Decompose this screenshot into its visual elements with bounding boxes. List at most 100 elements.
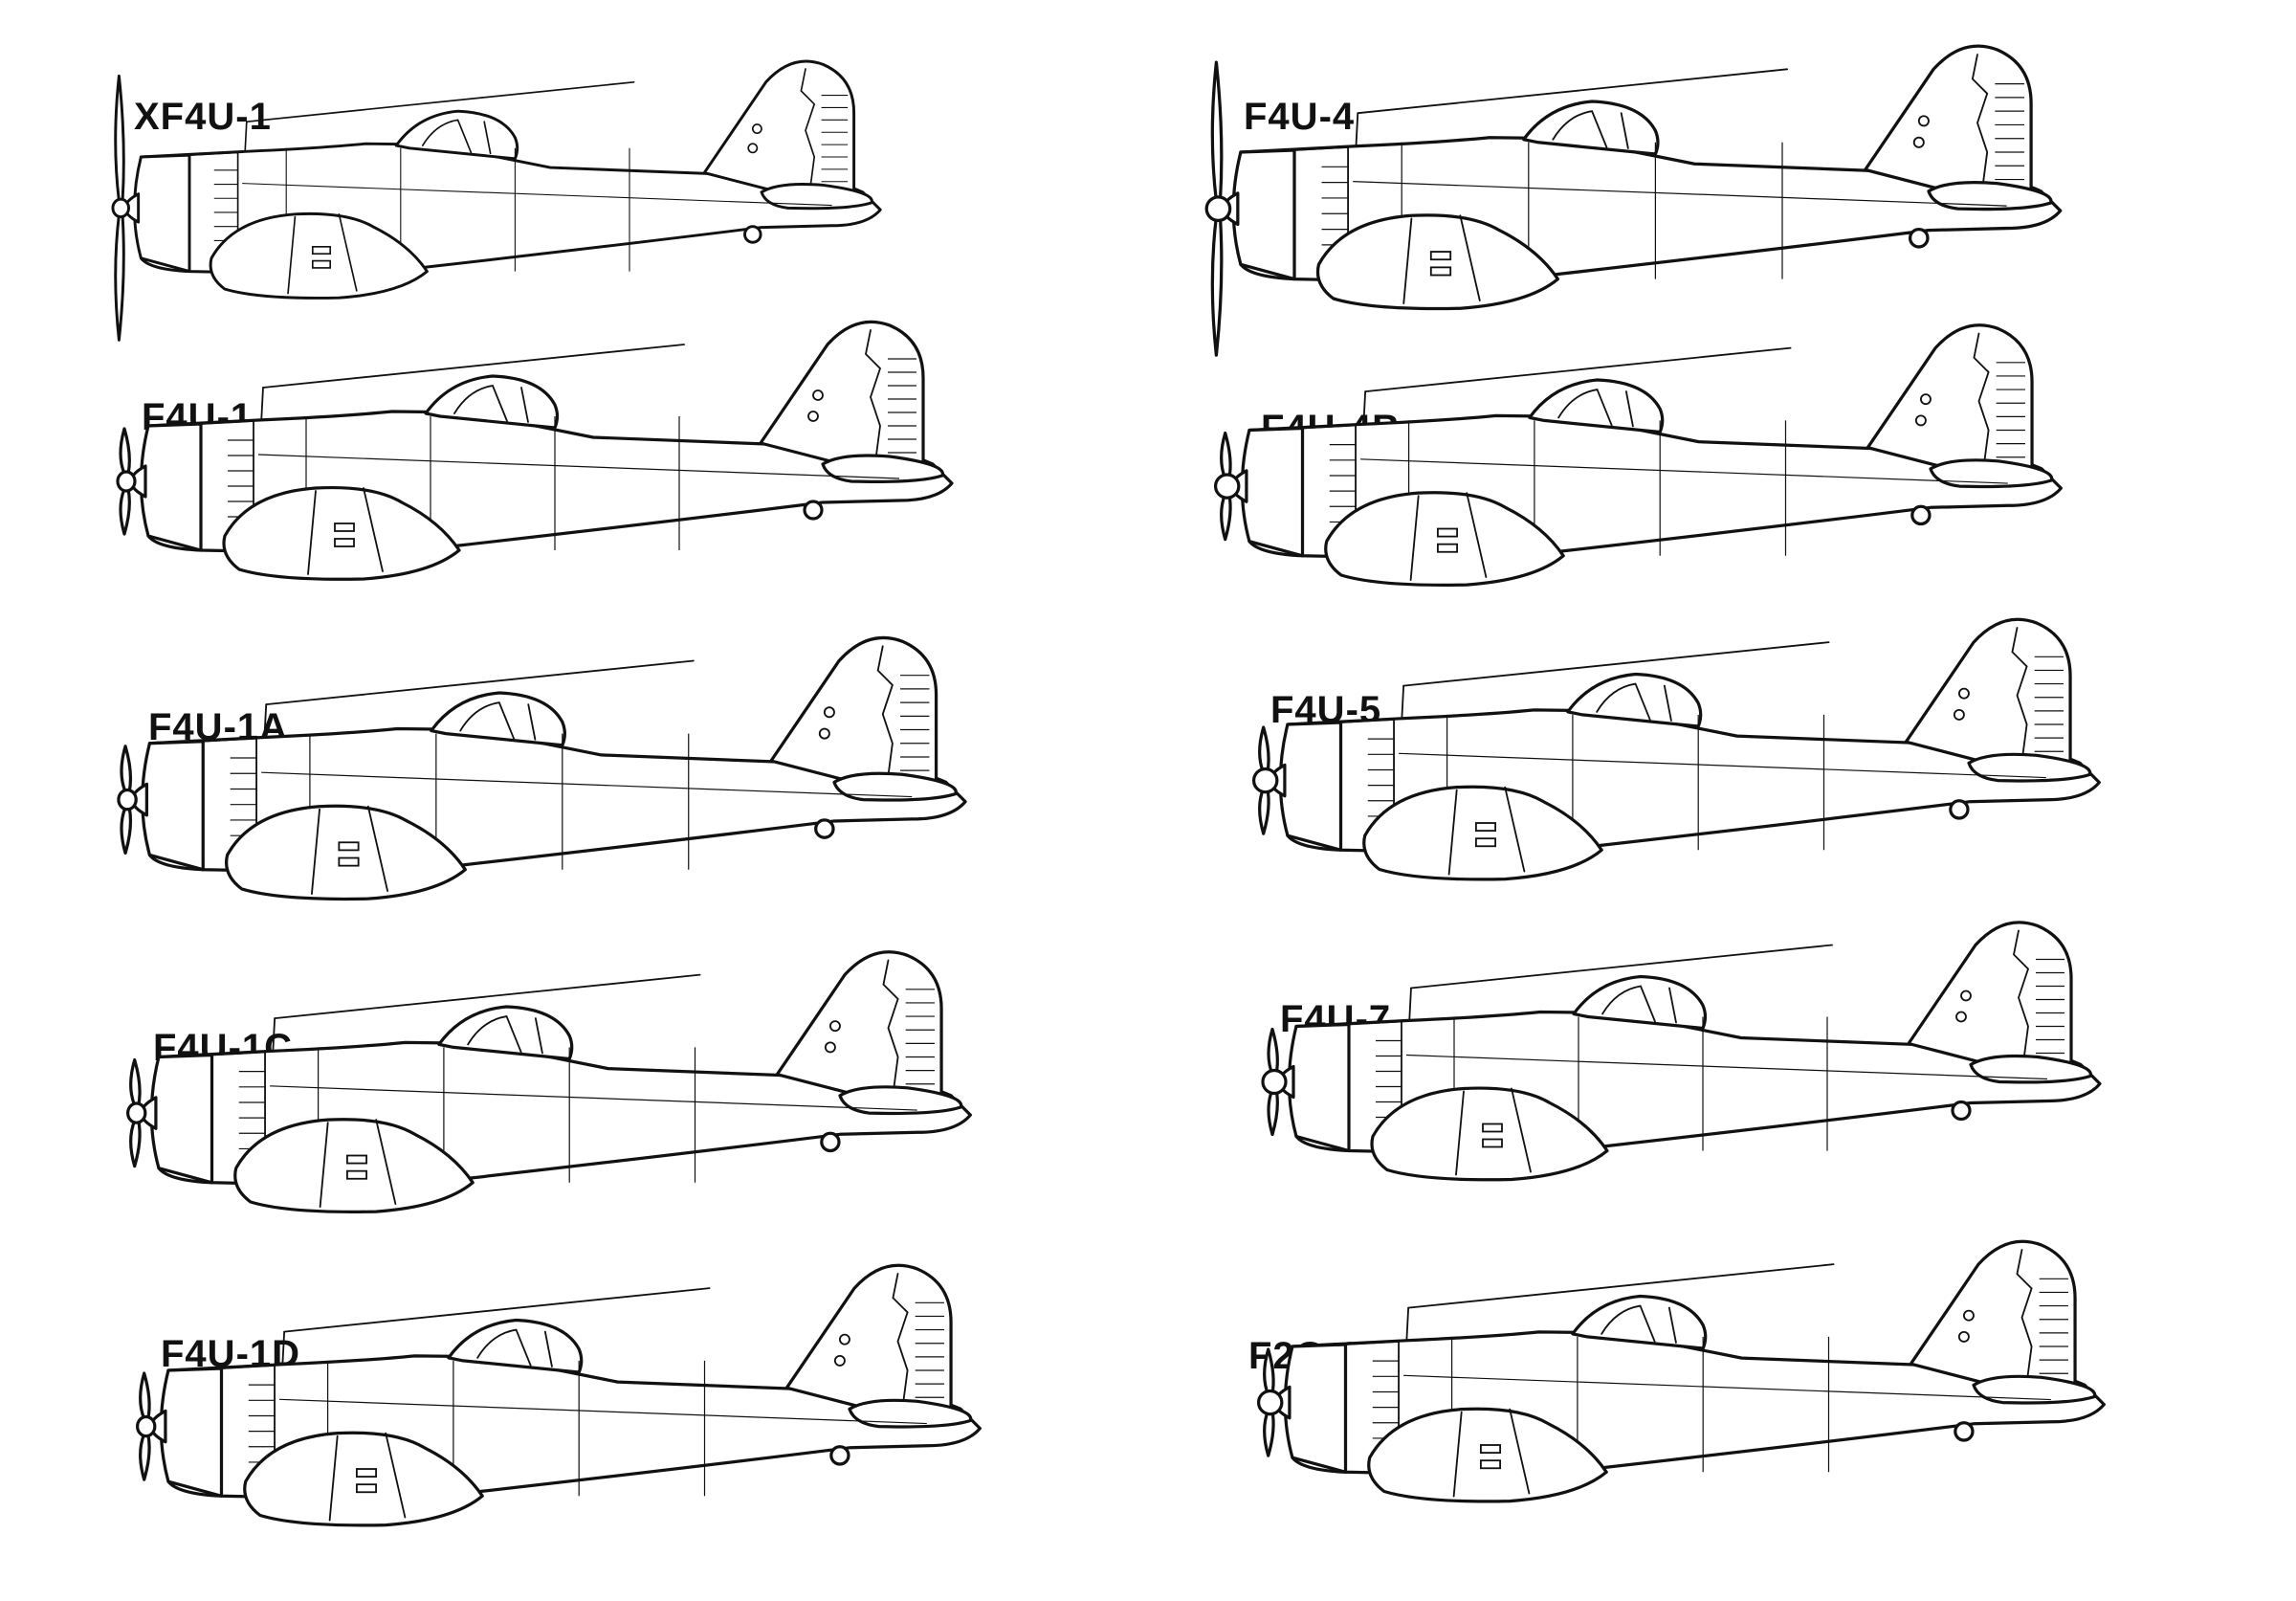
engine-cowling (139, 422, 203, 552)
rudder-hinge-line (800, 68, 816, 191)
engine-cowling (1283, 1343, 1348, 1474)
horizontal-stabilizer (848, 1398, 973, 1429)
antenna-mast (1401, 684, 1405, 723)
aircraft-label-f4u-4: F4U-4 (1244, 96, 1356, 138)
canopy-frame (467, 1015, 522, 1054)
antenna-wire (1402, 641, 1830, 687)
canopy-frame (1668, 987, 1677, 1024)
vertical-tail (702, 59, 856, 194)
wing-panel-line (1402, 217, 1413, 305)
wing-vent (355, 1468, 378, 1479)
aircraft-drawing-f4u-1d (136, 1263, 982, 1527)
propeller-blade (119, 487, 131, 536)
antenna-mast (1362, 390, 1367, 430)
panel-line (1360, 458, 2008, 484)
canopy-frame (1624, 390, 1634, 428)
propeller-blade (1267, 1027, 1279, 1077)
tail-marker (1914, 414, 1927, 427)
rudder-hinge-line (892, 1273, 909, 1409)
canopy-frame (543, 1330, 553, 1368)
wing-root (1362, 785, 1603, 881)
canopy-frame (527, 703, 537, 741)
cockpit-canopy (1571, 1294, 1708, 1350)
canopy-frame (1667, 1306, 1677, 1344)
propeller-hub (111, 197, 130, 219)
tail-wheel (803, 500, 824, 521)
horizontal-stabilizer (1969, 1054, 2092, 1084)
wing-panel-line (1447, 789, 1458, 876)
canopy-frame (1620, 112, 1629, 149)
panel-line (242, 183, 832, 207)
canopy-frame (1601, 1304, 1656, 1343)
propeller-hub (1251, 767, 1279, 794)
tail-marker (1912, 136, 1925, 148)
wing-panel-line (1409, 495, 1420, 581)
engine-cowling (149, 1053, 214, 1185)
propeller-blade (120, 745, 133, 794)
antenna-wire (265, 659, 695, 706)
tail-marker (1917, 115, 1930, 127)
engine-cowling (159, 1367, 224, 1498)
wing-vent (1474, 822, 1497, 833)
canopy-frame (421, 119, 473, 154)
tail-wheel (1949, 799, 1970, 820)
canopy-frame (483, 121, 492, 155)
antenna-mast (260, 387, 264, 425)
antenna-wire (245, 80, 635, 123)
wing-root (225, 804, 467, 901)
wing-vent (1482, 1138, 1503, 1148)
cockpit-canopy (1572, 974, 1708, 1031)
antenna-mast (1408, 987, 1412, 1026)
wing-panel-line (338, 212, 358, 292)
aircraft-label-xf4u-1: XF4U-1 (134, 96, 272, 138)
propeller-blade (1220, 431, 1232, 480)
antenna-mast (1405, 1306, 1410, 1345)
wing-vent (1436, 543, 1459, 553)
rudder-hinge-line (2013, 929, 2030, 1064)
wing-root (1367, 1407, 1608, 1503)
wing-panel-line (319, 1122, 329, 1208)
wing-root (243, 1431, 484, 1527)
wing-vent (311, 246, 332, 256)
wing-vent (1482, 1123, 1503, 1133)
propeller-blade (119, 427, 131, 476)
horizontal-stabilizer (1927, 181, 2053, 211)
horizontal-stabilizer (838, 1085, 963, 1116)
wing-vent (334, 538, 355, 547)
canopy-frame (1663, 684, 1672, 722)
cockpit-canopy (1528, 378, 1665, 434)
wing-panel-line (307, 490, 317, 575)
wing-vent (1429, 251, 1452, 261)
tail-marker (833, 1354, 846, 1367)
tail-marker (812, 389, 824, 401)
tail-wheel (820, 1131, 841, 1153)
tail-wheel (743, 225, 762, 244)
tail-marker (828, 1020, 841, 1033)
wing-vent (334, 523, 355, 532)
wing-vent (1474, 837, 1497, 848)
antenna-mast (244, 121, 248, 156)
tail-marker (1953, 708, 1965, 721)
tail-marker (823, 706, 835, 719)
wing-vent (1436, 527, 1459, 538)
wing-root (1370, 1086, 1609, 1182)
aircraft-drawing-f2g-2 (1256, 1239, 2106, 1503)
horizontal-stabilizer (760, 183, 873, 211)
horizontal-stabilizer (1929, 458, 2054, 489)
rudder-hinge-line (2016, 1249, 2033, 1385)
canopy-frame (453, 384, 508, 422)
antenna-mast (263, 703, 268, 743)
tail-marker (1919, 393, 1932, 406)
propeller-blade (1258, 725, 1270, 775)
propeller-hub (1256, 1389, 1284, 1416)
propeller-blade (1267, 1087, 1279, 1137)
aircraft-drawing-f4u-1c (126, 950, 972, 1213)
engine-cowling (1287, 1022, 1351, 1153)
tail-wheel (829, 1445, 850, 1466)
tail-marker (1957, 1330, 1970, 1343)
tail-marker (751, 123, 762, 134)
wing-vent (1479, 1444, 1502, 1455)
vertical-tail (1907, 921, 2073, 1067)
cockpit-canopy (394, 109, 519, 161)
canopy-frame (1557, 389, 1613, 427)
